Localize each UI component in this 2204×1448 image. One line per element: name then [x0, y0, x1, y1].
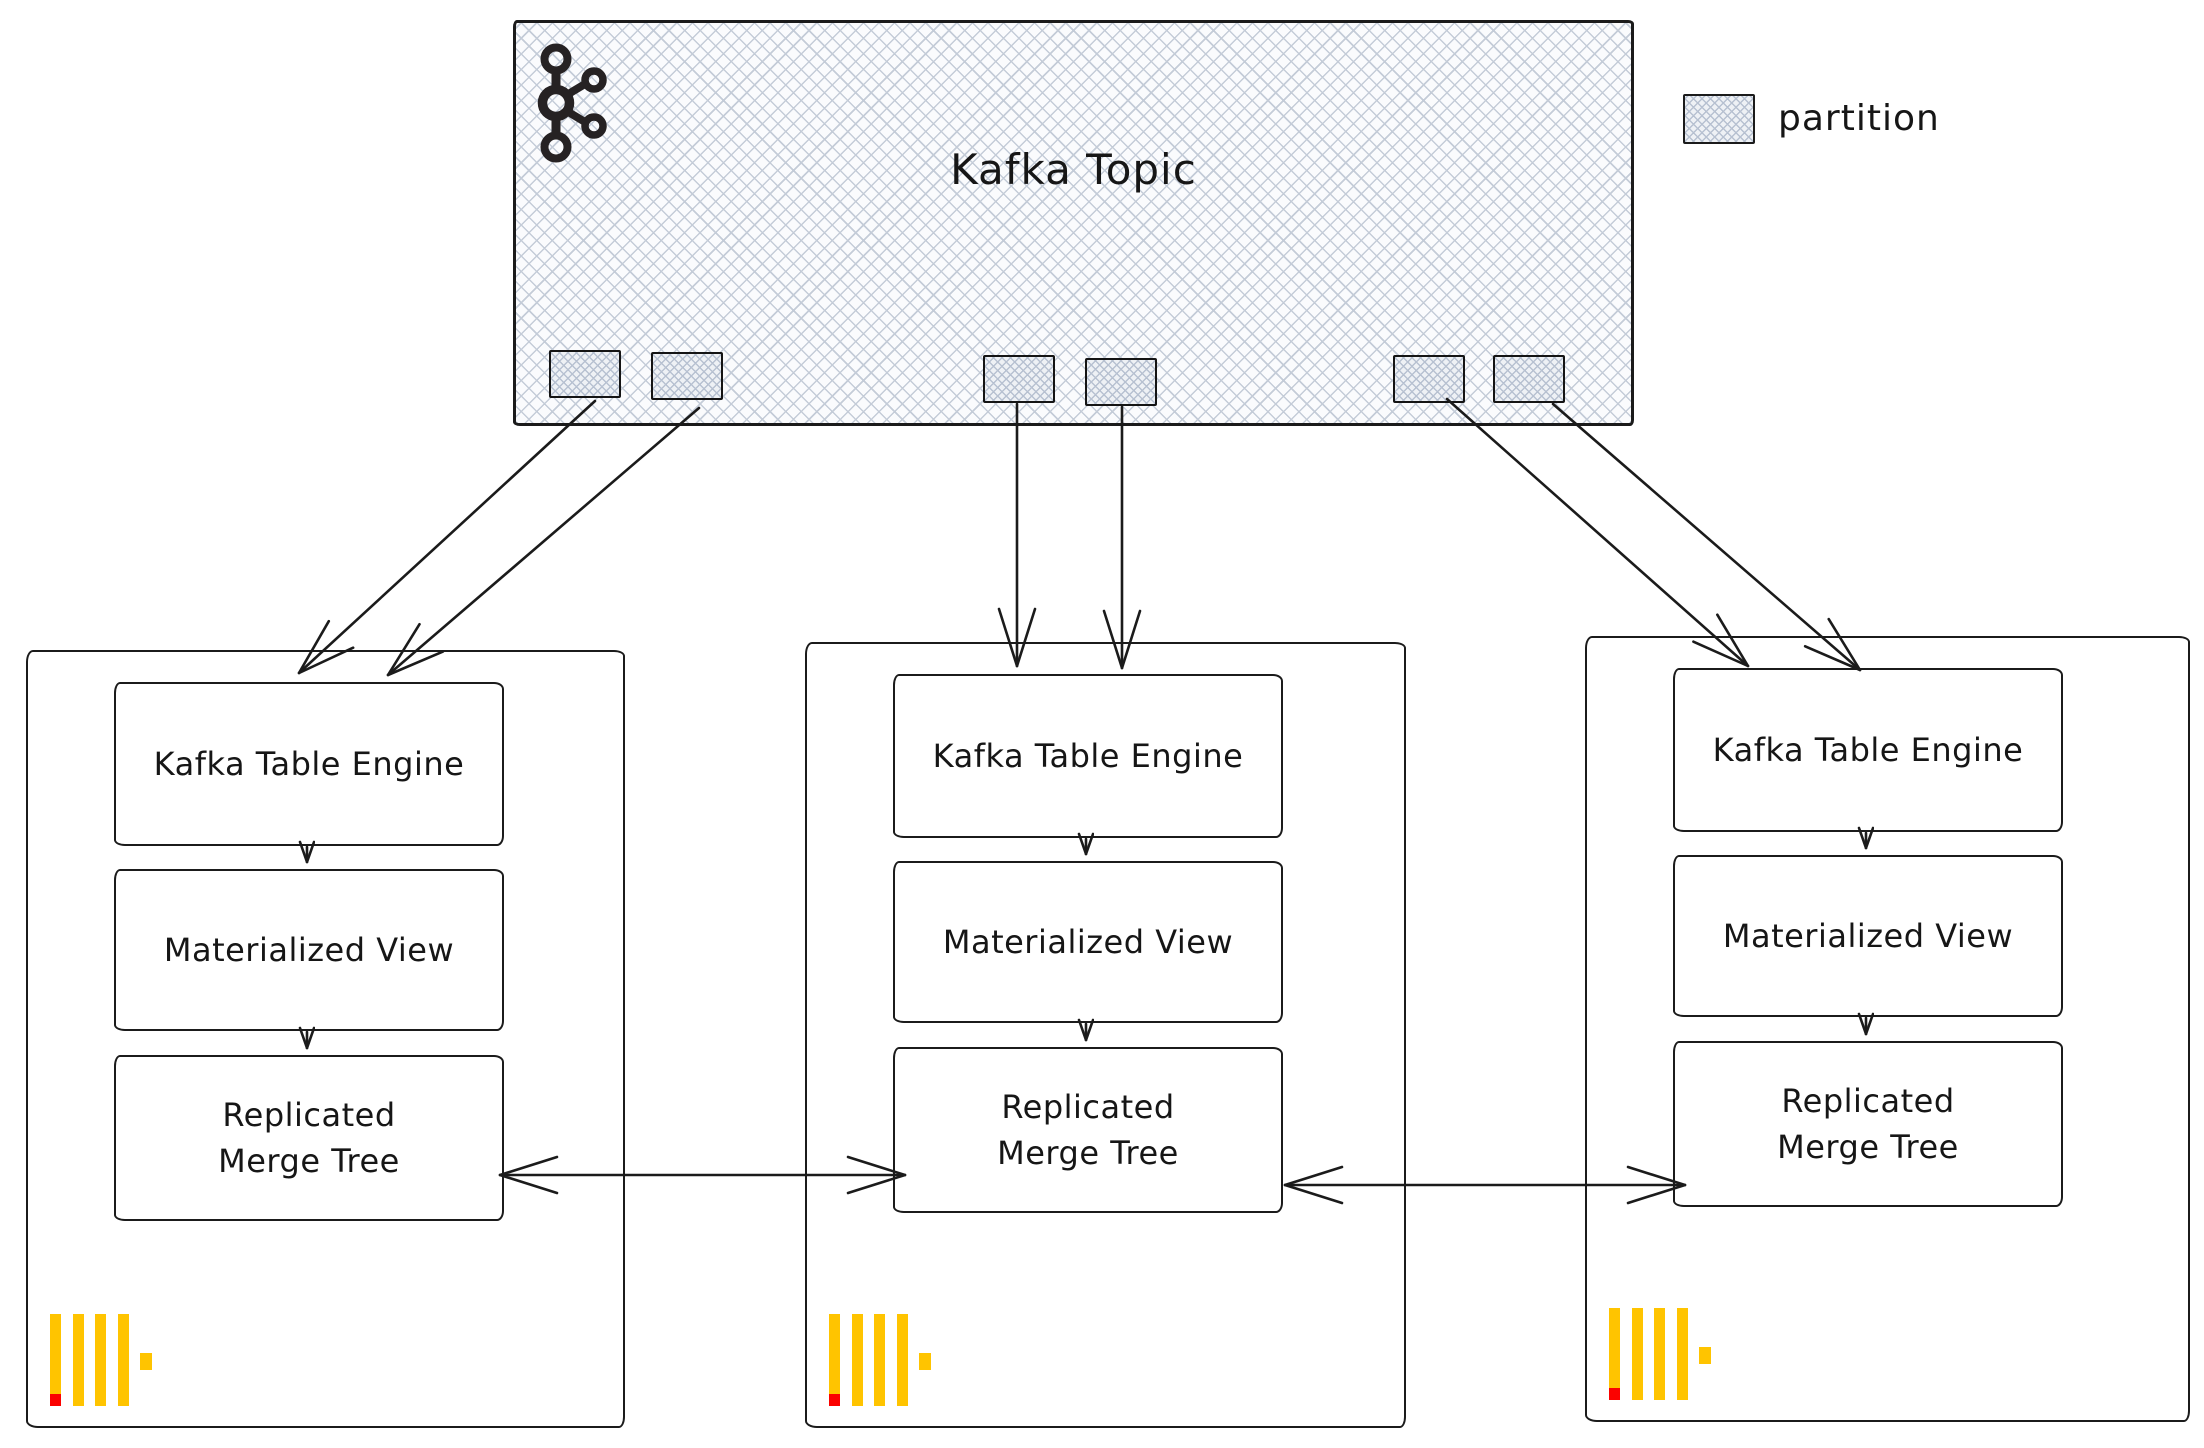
- kafka-table-engine-label: Kafka Table Engine: [153, 745, 465, 783]
- logo-bar: [896, 1314, 908, 1406]
- logo-bar: [1654, 1308, 1665, 1400]
- partition: [1085, 358, 1157, 406]
- replicated-merge-tree-label: Replicated Merge Tree: [218, 1095, 400, 1180]
- clickhouse-logo-icon: [829, 1314, 933, 1406]
- arrows-topic-to-node2: [997, 402, 1142, 670]
- clickhouse-node-3: Kafka Table Engine Materialized View Rep…: [1585, 636, 2190, 1422]
- logo-short-bar: [919, 1353, 931, 1370]
- logo-bar: [1676, 1308, 1688, 1400]
- materialized-view-label: Materialized View: [942, 923, 1234, 961]
- partition: [549, 350, 621, 398]
- logo-short-bar: [140, 1353, 152, 1370]
- logo-short-bar: [1699, 1347, 1711, 1364]
- replicated-merge-tree-box: Replicated Merge Tree: [114, 1055, 504, 1221]
- materialized-view-box: Materialized View: [114, 869, 504, 1031]
- logo-bar: [117, 1314, 129, 1406]
- clickhouse-node-1: Kafka Table Engine Materialized View Rep…: [26, 650, 625, 1428]
- partition-legend-label: partition: [1778, 98, 1940, 139]
- kafka-table-engine-box: Kafka Table Engine: [1673, 668, 2063, 832]
- arrows-topic-to-node1: [297, 399, 701, 677]
- logo-bar: [50, 1314, 61, 1406]
- partition: [651, 352, 723, 400]
- partition: [1393, 355, 1465, 403]
- logo-bar: [1631, 1308, 1643, 1400]
- kafka-table-engine-label: Kafka Table Engine: [932, 737, 1244, 775]
- partition: [983, 355, 1055, 403]
- materialized-view-box: Materialized View: [1673, 855, 2063, 1017]
- kafka-table-engine-box: Kafka Table Engine: [893, 674, 1283, 838]
- clickhouse-logo-icon: [1609, 1308, 1713, 1400]
- replicated-merge-tree-label: Replicated Merge Tree: [997, 1087, 1179, 1172]
- replicated-merge-tree-box: Replicated Merge Tree: [893, 1047, 1283, 1213]
- clickhouse-logo-icon: [50, 1314, 154, 1406]
- kafka-table-engine-label: Kafka Table Engine: [1712, 731, 2024, 769]
- logo-bar: [95, 1314, 106, 1406]
- replicated-merge-tree-label: Replicated Merge Tree: [1777, 1081, 1959, 1166]
- logo-red-accent: [1609, 1388, 1620, 1400]
- kafka-topic-title: Kafka Topic: [950, 145, 1197, 194]
- logo-bar: [1609, 1308, 1620, 1400]
- logo-red-accent: [50, 1394, 61, 1406]
- clickhouse-node-2: Kafka Table Engine Materialized View Rep…: [805, 642, 1406, 1428]
- partition-legend-swatch: [1683, 94, 1755, 144]
- materialized-view-label: Materialized View: [1722, 917, 2014, 955]
- partition: [1493, 355, 1565, 403]
- materialized-view-label: Materialized View: [163, 931, 455, 969]
- logo-bar: [874, 1314, 885, 1406]
- kafka-logo-icon: [537, 43, 607, 163]
- logo-bar: [829, 1314, 840, 1406]
- kafka-table-engine-box: Kafka Table Engine: [114, 682, 504, 846]
- replicated-merge-tree-box: Replicated Merge Tree: [1673, 1041, 2063, 1207]
- arrows-topic-to-node3: [1445, 397, 1862, 672]
- logo-bar: [851, 1314, 863, 1406]
- logo-bar: [72, 1314, 84, 1406]
- logo-red-accent: [829, 1394, 840, 1406]
- materialized-view-box: Materialized View: [893, 861, 1283, 1023]
